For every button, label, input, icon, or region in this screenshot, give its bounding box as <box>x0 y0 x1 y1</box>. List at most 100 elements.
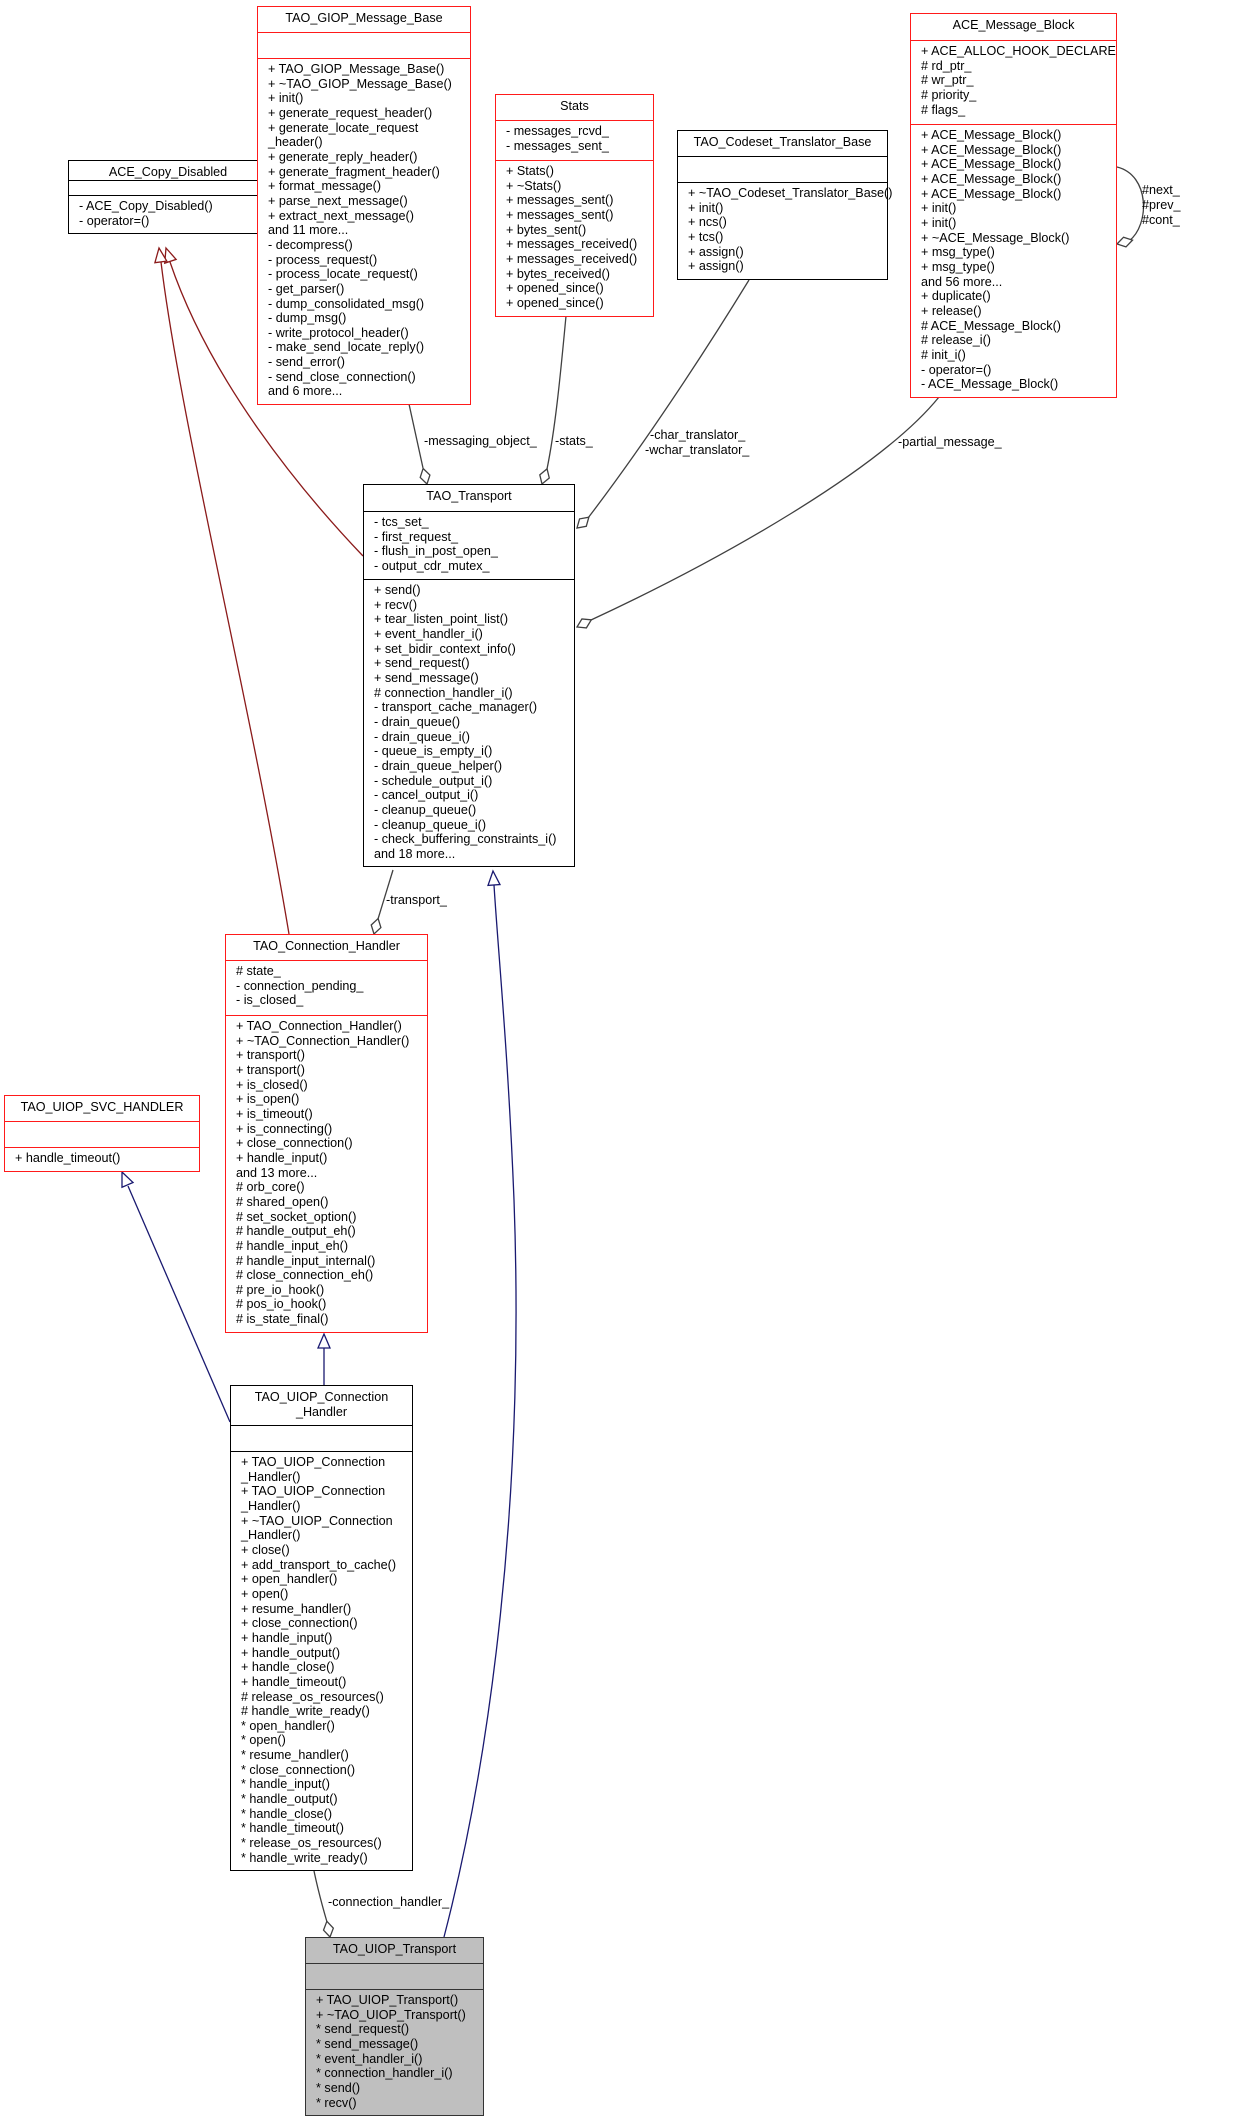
class-attributes: # state_- connection_pending_- is_closed… <box>226 960 427 1015</box>
method: + bytes_received() <box>506 266 610 281</box>
class-attributes <box>258 32 470 58</box>
method: + close() <box>241 1542 290 1557</box>
method: + TAO_GIOP_Message_Base() <box>268 62 445 76</box>
method: * handle_input() <box>241 1777 330 1792</box>
method: _Handler() <box>241 1469 301 1484</box>
aggregation-edge <box>377 869 394 920</box>
method: # connection_handler_i() <box>374 685 513 700</box>
method: + TAO_UIOP_Connection <box>241 1484 386 1499</box>
attribute: + ACE_ALLOC_HOOK_DECLARE <box>921 44 1116 58</box>
method: + handle_timeout() <box>241 1674 347 1689</box>
method: + handle_timeout() <box>15 1151 121 1165</box>
class-methods: + TAO_UIOP_Connection_Handler()+ TAO_UIO… <box>231 1451 412 1870</box>
method: - schedule_output_i() <box>374 773 493 788</box>
method: # set_socket_option() <box>236 1209 357 1224</box>
method: + resume_handler() <box>241 1601 352 1616</box>
method: # ACE_Message_Block() <box>921 318 1061 333</box>
method: + add_transport_to_cache() <box>241 1557 397 1572</box>
method: + assign() <box>688 244 744 259</box>
method: and 6 more... <box>268 384 343 399</box>
attribute: - flush_in_post_open_ <box>374 544 498 559</box>
method: and 13 more... <box>236 1165 318 1180</box>
method: # is_state_final() <box>236 1312 329 1327</box>
class-box-tao-giop-message-base[interactable]: TAO_GIOP_Message_Base + TAO_GIOP_Message_… <box>257 6 471 406</box>
method: + tcs() <box>688 229 724 244</box>
class-attributes: + ACE_ALLOC_HOOK_DECLARE# rd_ptr_# wr_pt… <box>911 40 1116 124</box>
class-attributes <box>306 1963 483 1989</box>
aggregation-diamond-icon <box>370 917 382 936</box>
class-box-tao-connection-handler[interactable]: TAO_Connection_Handler# state_- connecti… <box>225 934 428 1333</box>
method: + event_handler_i() <box>374 626 483 641</box>
attribute: - messages_sent_ <box>506 138 609 153</box>
attribute: # flags_ <box>921 102 966 117</box>
method: + open_handler() <box>241 1572 338 1587</box>
method: + ACE_Message_Block() <box>921 186 1062 201</box>
method: # handle_input_eh() <box>236 1238 349 1253</box>
class-box-tao-codeset-translator-base[interactable]: TAO_Codeset_Translator_Base+ ~TAO_Codese… <box>677 130 893 280</box>
method: - make_send_locate_reply() <box>268 340 425 355</box>
class-methods: + handle_timeout() <box>5 1147 199 1171</box>
class-methods: + ~TAO_Codeset_Translator_Base()+ init()… <box>678 182 893 279</box>
method: + is_timeout() <box>236 1106 313 1121</box>
method: - check_buffering_constraints_i() <box>374 832 557 847</box>
method: + send_request() <box>374 656 470 671</box>
method: _header() <box>268 135 323 150</box>
method: - queue_is_empty_i() <box>374 744 493 759</box>
method: # handle_write_ready() <box>241 1704 370 1719</box>
class-box-tao-uiop-svc-handler[interactable]: TAO_UIOP_SVC_HANDLER + handle_timeout() <box>4 1095 200 1172</box>
class-attributes <box>69 180 267 195</box>
method: - dump_msg() <box>268 311 347 326</box>
aggregation-edge <box>587 279 750 519</box>
edge-label-stats: -stats_ <box>555 434 593 448</box>
method: + is_open() <box>236 1092 300 1107</box>
class-methods: - ACE_Copy_Disabled()- operator=() <box>69 195 267 233</box>
aggregation-diamond-icon <box>539 467 551 486</box>
class-methods: + send()+ recv()+ tear_listen_point_list… <box>364 579 574 866</box>
method: # init_i() <box>921 347 966 362</box>
class-box-stats[interactable]: Stats- messages_rcvd_- messages_sent_+ S… <box>495 94 654 317</box>
method: - send_error() <box>268 355 345 370</box>
method: - ACE_Message_Block() <box>921 377 1059 392</box>
inheritance-arrow-icon <box>317 1332 331 1349</box>
method: + ~TAO_UIOP_Transport() <box>316 2007 466 2022</box>
inheritance-edge <box>169 261 364 557</box>
method: - ACE_Copy_Disabled() <box>79 199 213 213</box>
method: # release_os_resources() <box>241 1689 384 1704</box>
edge-label-cont: #cont_ <box>1142 213 1180 227</box>
class-box-tao-transport[interactable]: TAO_Transport- tcs_set_- first_request_-… <box>363 484 575 868</box>
class-box-ace-copy-disabled[interactable]: ACE_Copy_Disabled- ACE_Copy_Disabled()- … <box>68 160 268 235</box>
method: + parse_next_message() <box>268 193 408 208</box>
method: * close_connection() <box>241 1762 356 1777</box>
class-box-tao-uiop-connection-handler[interactable]: TAO_UIOP_Connection _Handler+ TAO_UIOP_C… <box>230 1385 413 1872</box>
method: + bytes_sent() <box>506 222 587 237</box>
method: + release() <box>921 303 982 318</box>
method: # close_connection_eh() <box>236 1268 374 1283</box>
method: + handle_input() <box>241 1630 333 1645</box>
class-title: TAO_UIOP_SVC_HANDLER <box>20 1100 184 1114</box>
class-box-ace-message-block[interactable]: ACE_Message_Block+ ACE_ALLOC_HOOK_DECLAR… <box>910 13 1117 398</box>
method: * handle_write_ready() <box>241 1850 368 1865</box>
inheritance-edge <box>127 1185 231 1423</box>
class-title: TAO_GIOP_Message_Base <box>285 11 443 25</box>
method: - decompress() <box>268 237 353 252</box>
method: - cancel_output_i() <box>374 788 479 803</box>
attribute: # wr_ptr_ <box>921 73 974 88</box>
class-box-tao-uiop-transport[interactable]: TAO_UIOP_Transport+ TAO_UIOP_Transport()… <box>305 1937 484 2117</box>
edge-label-connection-handler: -connection_handler_ <box>328 1895 450 1909</box>
aggregation-diamond-icon <box>322 1920 335 1939</box>
method: + TAO_UIOP_Transport() <box>316 1993 459 2007</box>
method: # pos_io_hook() <box>236 1297 327 1312</box>
class-methods: + TAO_UIOP_Transport()+ ~TAO_UIOP_Transp… <box>306 1989 483 2115</box>
method: + ~TAO_Codeset_Translator_Base() <box>688 186 893 200</box>
inheritance-arrow-icon <box>121 1170 135 1189</box>
method: + recv() <box>374 597 418 612</box>
attribute: - is_closed_ <box>236 993 304 1008</box>
method: + tear_listen_point_list() <box>374 612 509 627</box>
method: + send() <box>374 583 421 597</box>
method: + ~TAO_UIOP_Connection <box>241 1513 393 1528</box>
method: * resume_handler() <box>241 1748 349 1763</box>
method: - write_protocol_header() <box>268 325 409 340</box>
method: + TAO_Connection_Handler() <box>236 1019 402 1033</box>
method: * handle_close() <box>241 1806 333 1821</box>
